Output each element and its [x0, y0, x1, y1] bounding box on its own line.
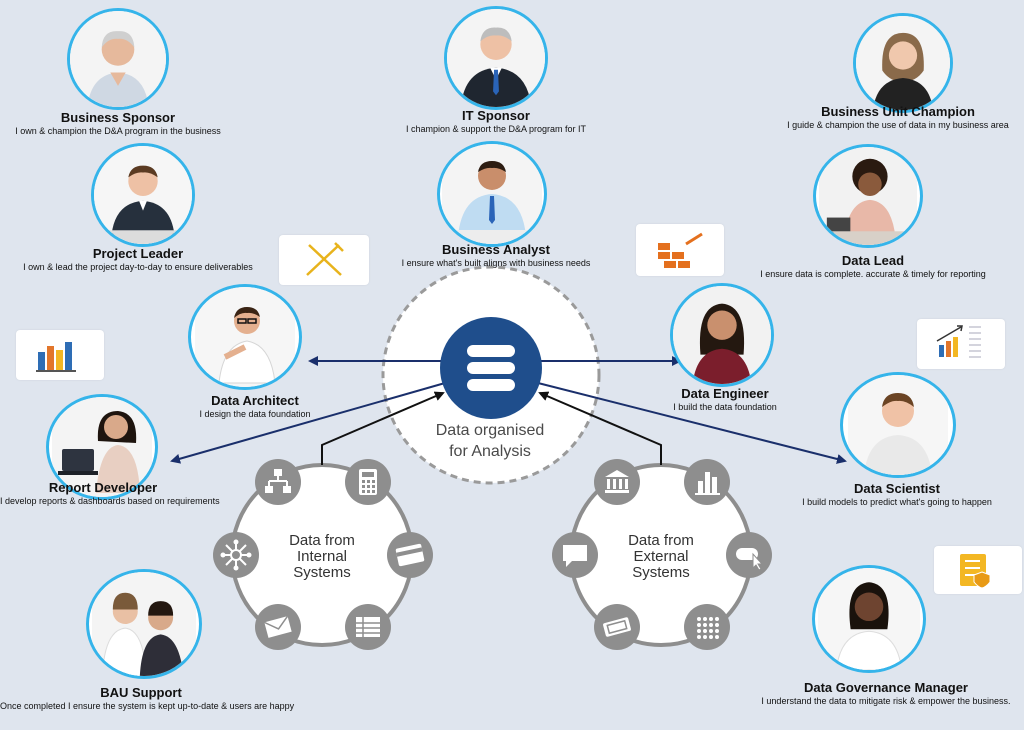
data-lead-title: Data Lead [841, 253, 905, 268]
hub-label-line1: Data organised [435, 422, 545, 439]
project-leader-title: Project Leader [92, 246, 184, 261]
data-governance-manager-title: Data Governance Manager [803, 680, 968, 695]
report-developer-bubble [16, 330, 104, 380]
internal-line1: Data from [289, 532, 355, 549]
data-scientist-desc: I build models to predict what's going t… [802, 497, 992, 507]
click-icon [726, 532, 772, 578]
external-line1: Data from [628, 532, 694, 549]
external-label: Data from External Systems [606, 533, 716, 581]
arrow-to-data-scientist [537, 382, 847, 464]
data-scientist-role: Data Scientist I build models to predict… [784, 481, 1010, 508]
business-unit-champion-desc: I guide & champion the use of data in my… [787, 120, 1009, 130]
calculator-icon [345, 459, 391, 505]
data-lead-desc: I ensure data is complete. accurate & ti… [760, 269, 986, 279]
hub-label-line2: for Analysis [449, 443, 531, 460]
report-developer-avatar [46, 394, 158, 500]
data-engineer-avatar [670, 283, 774, 387]
arrow-from-internal [321, 391, 445, 465]
chat-icon [552, 532, 598, 578]
data-engineer-bubble [636, 224, 724, 276]
data-governance-manager-role: Data Governance Manager I understand the… [754, 680, 1018, 707]
data-scientist-title: Data Scientist [854, 481, 940, 496]
it-sponsor-desc: I champion & support the D&A program for… [405, 124, 587, 134]
bar-chart-icon [684, 459, 730, 505]
it-sponsor-avatar [444, 6, 548, 110]
data-scientist-avatar [840, 372, 956, 478]
data-lead-avatar [813, 144, 923, 248]
report-developer-desc: I develop reports & dashboards based on … [0, 496, 220, 506]
data-architect-bubble [279, 235, 369, 285]
project-leader-desc: I own & lead the project day-to-day to e… [23, 262, 253, 272]
data-architect-avatar [188, 284, 302, 390]
ticket-icon [594, 604, 640, 650]
bank-icon [594, 459, 640, 505]
business-unit-champion-title: Business Unit Champion [821, 104, 975, 119]
business-analyst-desc: I ensure what's built aligns with busine… [401, 258, 591, 268]
data-governance-manager-desc: I understand the data to mitigate risk &… [761, 696, 1011, 706]
bau-support-title: BAU Support [100, 685, 182, 700]
business-sponsor-title: Business Sponsor [60, 110, 176, 125]
bar-chart-icon [36, 342, 76, 372]
data-engineer-role: Data Engineer I build the data foundatio… [640, 386, 810, 413]
internal-line2: Internal [296, 548, 348, 565]
business-sponsor-desc: I own & champion the D&A program in the … [15, 126, 221, 136]
business-unit-champion-avatar [853, 13, 953, 113]
network-icon [213, 532, 259, 578]
arrow-to-report-developer [170, 382, 446, 464]
data-lead-role: Data Lead I ensure data is complete. acc… [738, 253, 1008, 280]
data-architect-title: Data Architect [211, 393, 299, 408]
database-icon [440, 317, 542, 419]
org-chart-icon [255, 459, 301, 505]
data-governance-manager-avatar [812, 565, 926, 673]
growth-chart-icon [936, 325, 981, 358]
it-sponsor-role: IT Sponsor I champion & support the D&A … [376, 108, 616, 135]
business-analyst-avatar [437, 141, 547, 247]
data-architect-role: Data Architect I design the data foundat… [160, 393, 350, 420]
bau-support-role: BAU Support Once completed I ensure the … [0, 685, 295, 712]
external-line3: Systems [632, 564, 690, 581]
report-developer-role: Report Developer I develop reports & das… [0, 480, 220, 507]
bau-support-avatar [86, 569, 202, 679]
grid-dots-icon [684, 604, 730, 650]
business-unit-champion-role: Business Unit Champion I guide & champio… [770, 104, 1024, 131]
business-analyst-role: Business Analyst I ensure what's built a… [376, 242, 616, 269]
bau-support-desc: Once completed I ensure the system is ke… [0, 701, 295, 711]
project-leader-avatar [91, 143, 195, 247]
data-engineer-title: Data Engineer [681, 386, 769, 401]
business-sponsor-avatar [67, 8, 169, 110]
business-analyst-title: Business Analyst [442, 242, 550, 257]
internal-line3: Systems [293, 564, 351, 581]
envelope-icon [255, 604, 301, 650]
table-icon [345, 604, 391, 650]
credit-card-icon [387, 532, 433, 578]
data-governance-manager-bubble [934, 546, 1022, 594]
pencil-ruler-icon [288, 242, 344, 285]
hub-label: Data organised for Analysis [400, 420, 580, 462]
external-line2: External [633, 548, 689, 565]
project-leader-role: Project Leader I own & lead the project … [0, 246, 276, 273]
internal-label: Data from Internal Systems [267, 533, 377, 581]
business-sponsor-role: Business Sponsor I own & champion the D&… [0, 110, 236, 137]
data-scientist-bubble [917, 319, 1005, 369]
report-developer-title: Report Developer [48, 480, 158, 495]
arrow-from-external [538, 391, 662, 465]
checklist-shield-icon [960, 554, 991, 589]
data-engineer-desc: I build the data foundation [673, 402, 777, 412]
it-sponsor-title: IT Sponsor [462, 108, 530, 123]
bricks-trowel-icon [658, 232, 703, 268]
data-architect-desc: I design the data foundation [199, 409, 311, 419]
